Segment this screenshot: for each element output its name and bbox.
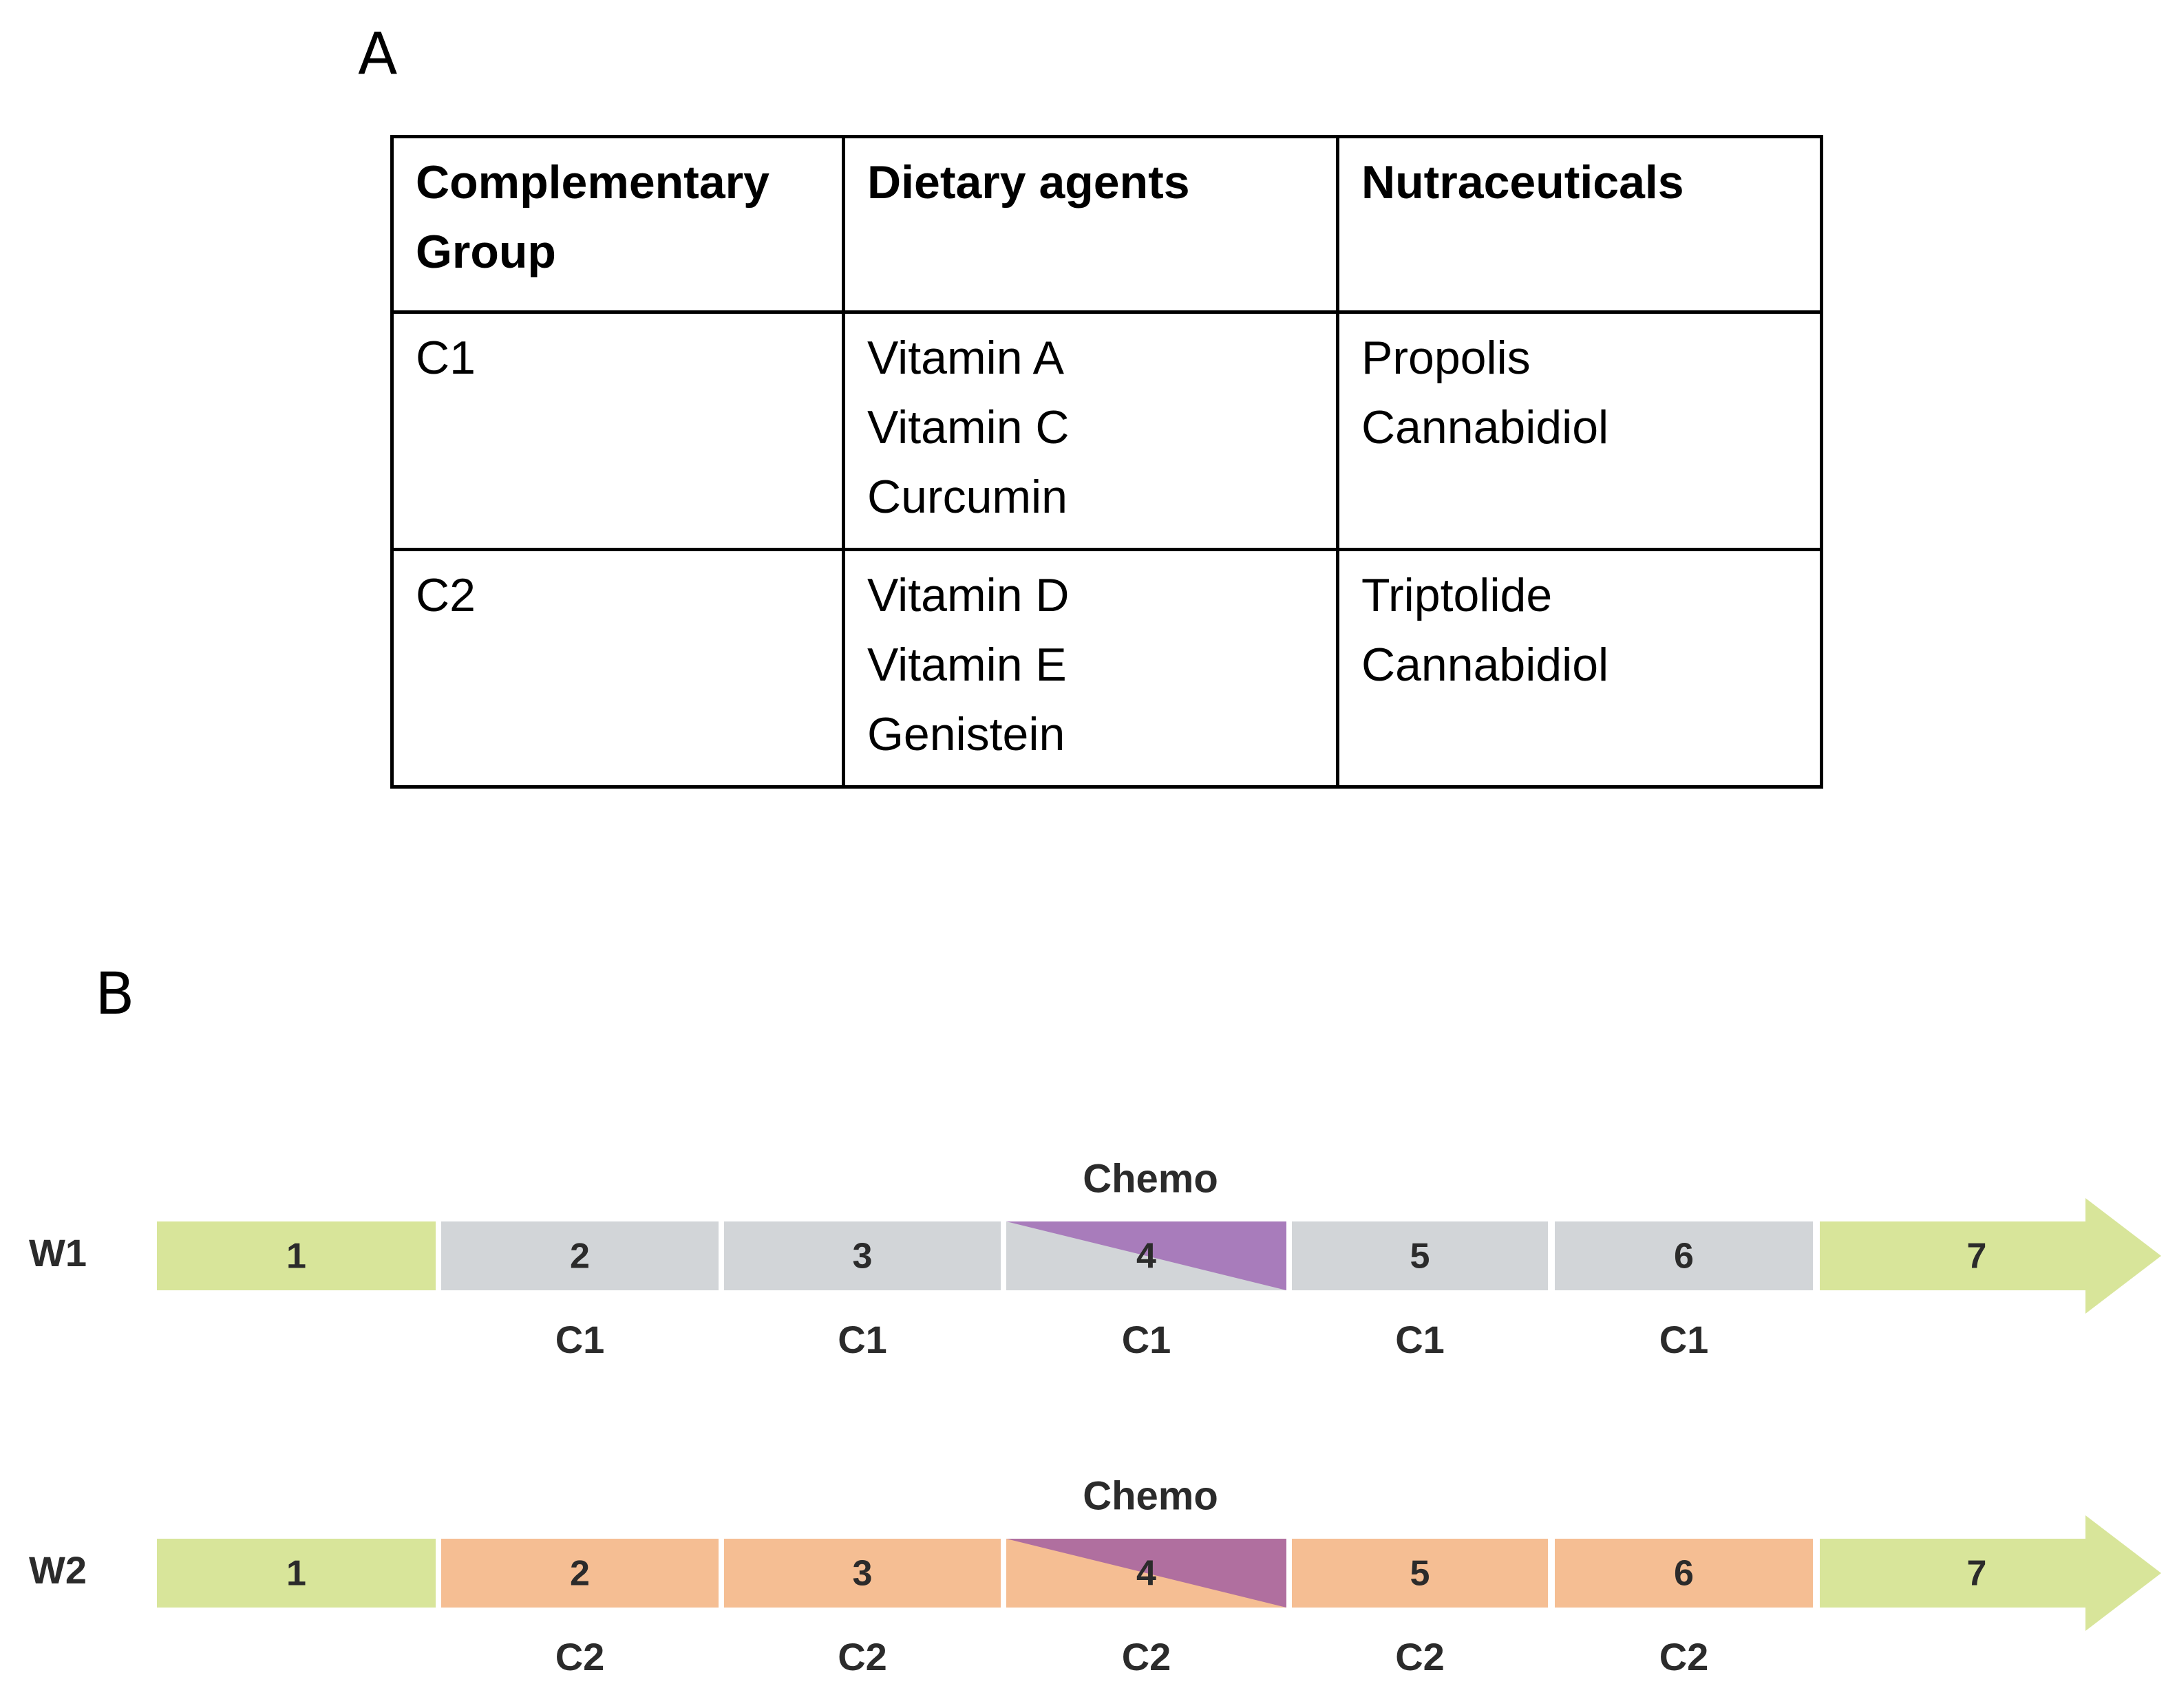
- dietary-agent: Curcumin: [867, 471, 1068, 523]
- chemo-marker: [1006, 1221, 1286, 1290]
- chemo-label: Chemo: [1083, 1473, 1218, 1518]
- dietary-agent: Vitamin A: [867, 332, 1065, 384]
- complementary-groups-table: Complementary Group Dietary agents Nutra…: [390, 135, 1823, 789]
- panel-label-a: A: [358, 20, 398, 87]
- day-number: 4: [1136, 1237, 1156, 1277]
- day-box: [441, 1539, 719, 1608]
- group-label: C1: [1659, 1318, 1709, 1361]
- day-number: 3: [853, 1237, 873, 1277]
- day-box: [1292, 1221, 1548, 1290]
- day-number: 6: [1674, 1237, 1694, 1277]
- group-label: C2: [838, 1635, 887, 1678]
- dietary-agent: Genistein: [867, 708, 1065, 760]
- dietary-agent: Vitamin D: [867, 569, 1070, 621]
- group-label: C2: [1122, 1635, 1171, 1678]
- day-box: [724, 1221, 1001, 1290]
- column-header-complementary-group: Complementary Group: [390, 135, 845, 314]
- table-row: C2 Vitamin D Vitamin E Genistein Triptol…: [390, 548, 1823, 789]
- group-label: C2: [555, 1635, 605, 1678]
- day-box: [724, 1539, 1001, 1608]
- group-label: C1: [1395, 1318, 1445, 1361]
- table-header-row: Complementary Group Dietary agents Nutra…: [390, 135, 1823, 314]
- table-row: C1 Vitamin A Vitamin C Curcumin Propolis…: [390, 310, 1823, 551]
- day-number: 7: [1967, 1237, 1987, 1277]
- day-number: 5: [1410, 1554, 1430, 1594]
- group-cell: C2: [390, 548, 845, 789]
- group-cell: C1: [390, 310, 845, 551]
- nutraceuticals-cell: Propolis Cannabidiol: [1336, 310, 1823, 551]
- day-box: [1555, 1221, 1813, 1290]
- day-box: [157, 1221, 436, 1290]
- nutraceuticals-cell: Triptolide Cannabidiol: [1336, 548, 1823, 789]
- day-number: 7: [1967, 1554, 1987, 1594]
- dietary-agents-cell: Vitamin D Vitamin E Genistein: [842, 548, 1339, 789]
- day-number: 1: [286, 1554, 306, 1594]
- week-label: W2: [29, 1548, 87, 1592]
- day-number: 1: [286, 1237, 306, 1277]
- dietary-agent: Vitamin C: [867, 401, 1070, 453]
- day-number: 2: [570, 1554, 590, 1594]
- group-label: C2: [1395, 1635, 1445, 1678]
- nutraceutical: Propolis: [1361, 332, 1531, 384]
- day-box: [157, 1539, 436, 1608]
- nutraceutical: Cannabidiol: [1361, 401, 1609, 453]
- day-box: [1292, 1539, 1548, 1608]
- day-number: 4: [1136, 1554, 1156, 1594]
- day-box: [1555, 1539, 1813, 1608]
- day-arrow: [1820, 1198, 2161, 1314]
- group-label: C1: [838, 1318, 887, 1361]
- group-label: C1: [1122, 1318, 1171, 1361]
- day-number: 2: [570, 1237, 590, 1277]
- day-arrow: [1820, 1515, 2161, 1631]
- nutraceutical: Triptolide: [1361, 569, 1553, 621]
- column-header-dietary-agents: Dietary agents: [842, 135, 1339, 314]
- column-header-nutraceuticals: Nutraceuticals: [1336, 135, 1823, 314]
- day-number: 3: [853, 1554, 873, 1594]
- group-label: C2: [1659, 1635, 1709, 1678]
- week-label: W1: [29, 1231, 87, 1274]
- chemo-marker: [1006, 1539, 1286, 1608]
- day-box: [441, 1221, 719, 1290]
- panel-label-b: B: [95, 960, 135, 1027]
- chemo-label: Chemo: [1083, 1156, 1218, 1201]
- dietary-agents-cell: Vitamin A Vitamin C Curcumin: [842, 310, 1339, 551]
- group-label: C1: [555, 1318, 605, 1361]
- nutraceutical: Cannabidiol: [1361, 639, 1609, 691]
- day-number: 6: [1674, 1554, 1694, 1594]
- day-number: 5: [1410, 1237, 1430, 1277]
- dietary-agent: Vitamin E: [867, 639, 1067, 691]
